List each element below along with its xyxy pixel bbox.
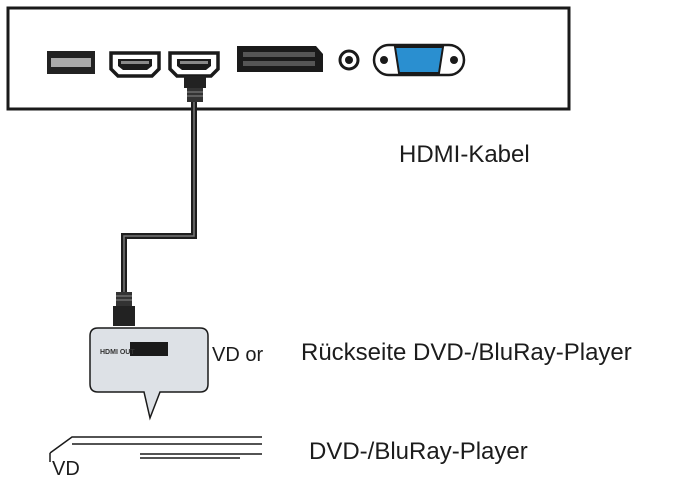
audio-jack-icon [338,49,360,71]
hdmi-port-icon [109,51,161,78]
hdmi-out-port-icon [130,342,168,356]
player-rear-callout: HDMI OUT [89,327,209,421]
hdmi-cable [121,100,197,303]
hdmi-plug-lower [113,292,135,326]
callout-text-fragment: VD or [212,344,264,366]
usb-port-icon [47,51,95,74]
vga-port-icon [372,43,466,77]
cable-label: HDMI-Kabel [399,141,530,168]
hdmi-port-icon [168,51,220,78]
scart-port-icon [237,46,323,72]
hdmi-out-label: HDMI OUT [100,349,135,356]
rear-side-label: Rückseite DVD-/BluRay-Player [301,339,632,366]
player-text-fragment: VD [52,458,80,480]
hdmi-plug-upper [184,76,206,102]
player-label: DVD-/BluRay-Player [309,438,528,465]
dvd-player [49,436,262,462]
